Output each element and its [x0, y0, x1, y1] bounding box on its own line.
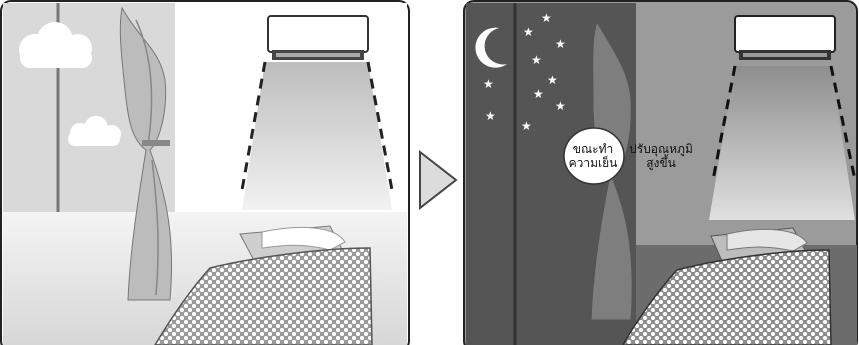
airflow-beam: [242, 62, 392, 210]
day-scene-panel: [0, 0, 412, 345]
star-icon: ★: [547, 73, 558, 87]
star-icon: ★: [485, 109, 496, 123]
star-icon: ★: [531, 53, 542, 67]
cooling-label: ขณะทำ ความเย็น: [566, 142, 620, 170]
star-icon: ★: [541, 11, 552, 25]
star-icon: ★: [523, 25, 534, 39]
star-icon: ★: [521, 119, 532, 133]
star-icon: ★: [555, 99, 566, 113]
star-icon: ★: [533, 87, 544, 101]
adjust-label-line2: สูงขึ้น: [622, 156, 700, 170]
air-conditioner-icon: [735, 16, 835, 60]
cooling-label-line1: ขณะทำ: [566, 142, 620, 156]
star-icon: ★: [555, 37, 566, 51]
adjust-label: ปรับอุณหภูมิ สูงขึ้น: [622, 142, 700, 170]
air-conditioner-icon: [268, 16, 368, 60]
star-icon: ★: [483, 77, 494, 91]
next-arrow-icon: [418, 150, 458, 210]
curtain-tieback: [142, 140, 170, 146]
adjust-label-line1: ปรับอุณหภูมิ: [622, 142, 700, 156]
cooling-label-line2: ความเย็น: [566, 156, 620, 170]
night-scene-panel: ★ ★ ★ ★ ★ ★ ★ ★ ★ ★: [463, 0, 859, 345]
